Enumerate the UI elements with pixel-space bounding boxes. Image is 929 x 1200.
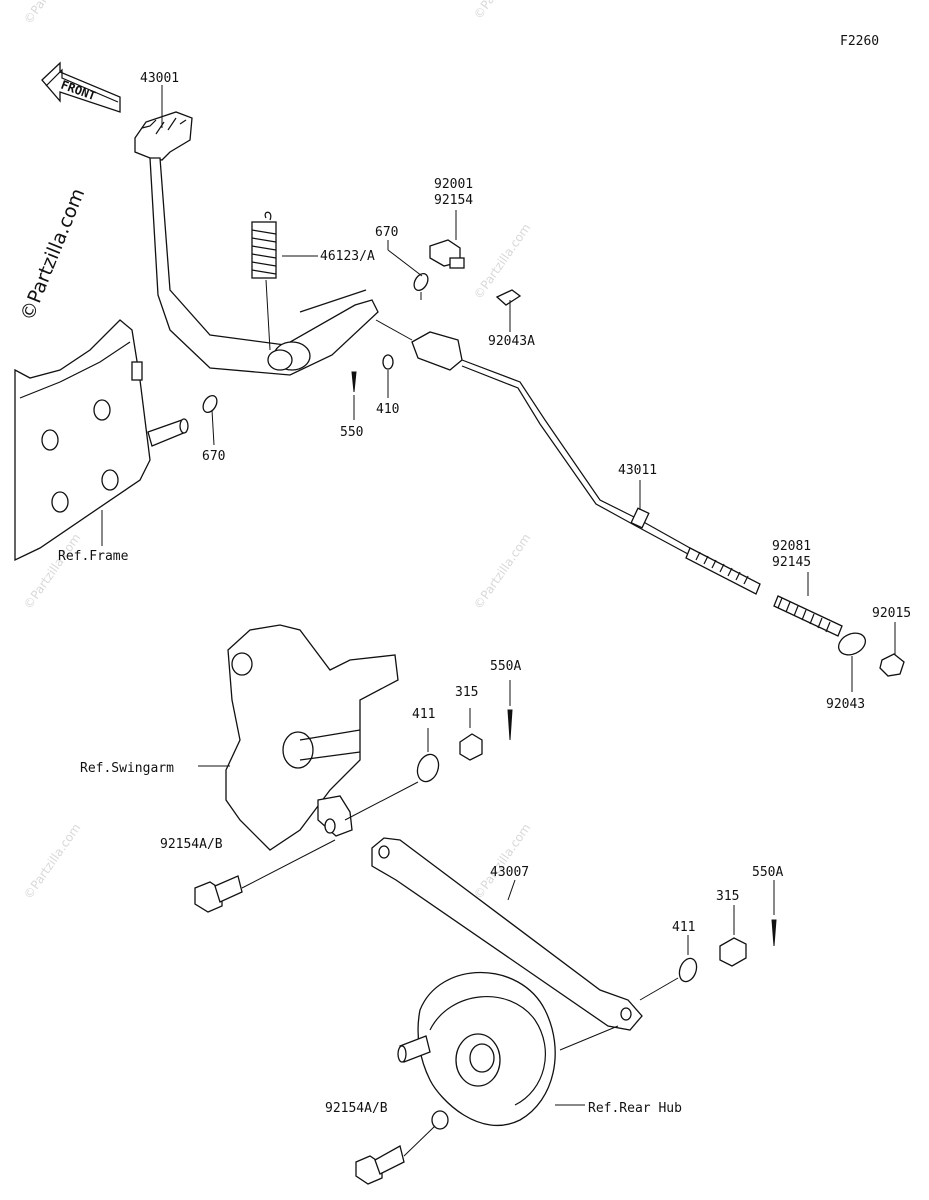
swingarm-ref bbox=[225, 624, 399, 851]
label-o-ring-lower: 670 bbox=[202, 449, 225, 464]
label-washer-upper: 410 bbox=[376, 402, 399, 417]
label-bolt-hub: 92154A/B bbox=[325, 1101, 388, 1116]
label-nut-swingarm: 315 bbox=[455, 685, 478, 700]
torque-link bbox=[371, 837, 643, 1031]
label-return-spring: 46123/A bbox=[320, 249, 375, 264]
swingarm-hardware bbox=[194, 680, 513, 913]
label-torque-link: 43007 bbox=[490, 865, 529, 880]
label-rod-joint: 92043 bbox=[826, 697, 865, 712]
brake-rod bbox=[375, 319, 761, 595]
upper-hardware bbox=[202, 239, 522, 420]
label-cotter-hub: 550A bbox=[752, 865, 783, 880]
label-pin-upper-1: 92001 bbox=[434, 177, 473, 192]
label-o-ring-upper: 670 bbox=[375, 225, 398, 240]
front-arrow-icon: FRONT bbox=[41, 61, 121, 113]
watermark-main: ©Partzilla.com bbox=[16, 185, 89, 324]
brake-pedal bbox=[134, 111, 379, 376]
rod-end-parts bbox=[773, 595, 905, 677]
return-spring bbox=[251, 211, 277, 351]
label-clevis-pin: 92043A bbox=[488, 334, 535, 349]
label-leaders bbox=[101, 85, 896, 767]
label-cotter-pin-upper: 550 bbox=[340, 425, 363, 440]
label-cotter-swingarm: 550A bbox=[490, 659, 521, 674]
label-nut-end: 92015 bbox=[872, 606, 911, 621]
label-brake-pedal: 43001 bbox=[140, 71, 179, 86]
label-brake-rod: 43011 bbox=[618, 463, 657, 478]
label-washer-swingarm: 411 bbox=[412, 707, 435, 722]
label-bolt-swingarm: 92154A/B bbox=[160, 837, 223, 852]
rear-hub-brake-panel bbox=[355, 971, 585, 1185]
label-pin-upper-2: 92154 bbox=[434, 193, 473, 208]
label-nut-hub: 315 bbox=[716, 889, 739, 904]
watermark: ©Partzilla.com bbox=[471, 531, 533, 612]
figure-code: F2260 bbox=[840, 34, 879, 49]
label-ref-swingarm: Ref.Swingarm bbox=[80, 761, 174, 776]
watermark: ©Partzilla.com bbox=[21, 821, 83, 902]
label-rod-spring-1: 92081 bbox=[772, 539, 811, 554]
watermark: ©Partzilla.com bbox=[471, 221, 533, 302]
frame-ref bbox=[14, 319, 189, 562]
watermark: ©Partzilla.com bbox=[471, 821, 533, 902]
label-washer-hub: 411 bbox=[672, 920, 695, 935]
label-ref-frame: Ref.Frame bbox=[58, 549, 129, 564]
reference-labels: Ref.Frame Ref.Swingarm Ref.Rear Hub bbox=[58, 549, 682, 1116]
part-labels: 43001 46123/A 670 670 92001 92154 92043A… bbox=[140, 71, 911, 1116]
watermark: ©Partzilla.com bbox=[471, 0, 533, 22]
watermark: ©Partzilla.com bbox=[21, 0, 83, 27]
hub-hardware bbox=[559, 880, 777, 1051]
label-ref-rear-hub: Ref.Rear Hub bbox=[588, 1101, 682, 1116]
label-rod-spring-2: 92145 bbox=[772, 555, 811, 570]
